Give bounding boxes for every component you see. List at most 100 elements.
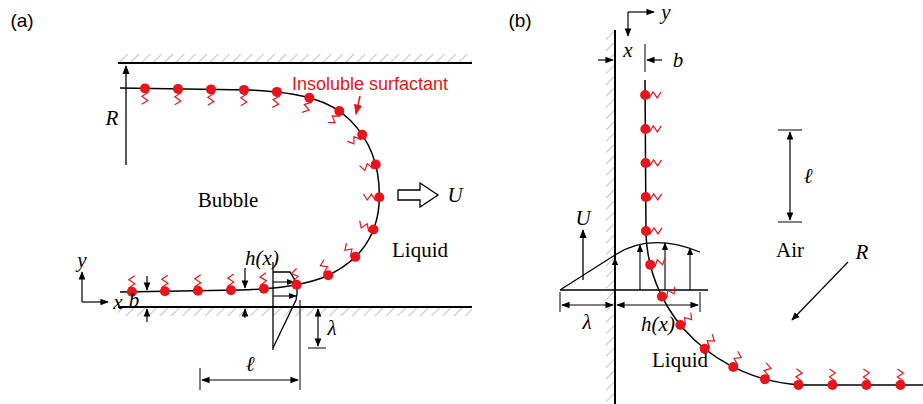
surfactant-head [641,192,651,202]
profile-axis [272,262,273,350]
surfactant-head [239,85,249,95]
surfactant-head [640,124,650,134]
surfactant-head [641,158,651,168]
axis [82,301,108,302]
surfactant-head [160,286,170,296]
region-label: Air [776,240,804,261]
surfactant-head [259,284,269,294]
axis [81,272,82,302]
surfactant-head [827,380,837,390]
surfactant-head [140,83,150,93]
annotation: Insoluble surfactant [292,75,448,93]
surfactant-head [861,380,871,390]
interface [645,80,923,385]
axis-label: x [113,292,122,313]
tick [700,292,701,312]
wall [614,30,616,404]
dimension-arrow [202,379,298,380]
surfactant-head [357,130,367,140]
surfactant-head [304,93,314,103]
surfactant-head [641,226,651,236]
dimension-label: R [856,242,869,263]
dimension-arrow [125,66,126,165]
region-label: Liquid [392,240,448,261]
surfactant-head [645,260,655,270]
dimension-label: λ [582,312,591,333]
velocity-arrow [639,245,640,290]
surfactant-head [760,374,770,384]
dimension-arrow [244,309,245,318]
velocity-arrow [273,295,296,296]
dimension-label: b [129,290,140,311]
dimension-arrow [146,276,147,290]
surfactant-head [193,286,203,296]
surfactant-head [334,106,344,116]
region-label: Liquid [652,350,708,371]
surfactant-head [272,87,282,97]
surfactant-head [323,270,333,280]
dimension-label: b [673,50,684,71]
surfactant-head [368,225,378,235]
surfactant-head [640,90,650,100]
surfactant-head [371,160,381,170]
axis-label: y [661,2,670,23]
surfactant-head [173,84,183,94]
bubble-interface [120,88,379,292]
velocity-profile [560,243,700,290]
tick [778,222,802,223]
velocity-label: U [575,208,590,229]
tick [778,130,802,131]
wall-hatch [118,54,472,63]
surfactant-head [350,252,360,262]
dimension-arrow [317,309,318,346]
surfactant-head [793,380,803,390]
surfactant-head [895,380,905,390]
leader-line [356,96,360,114]
velocity-arrow [664,243,665,290]
dimension-arrow [146,309,147,322]
surfactant-group [127,83,905,390]
surfactant-head [226,285,236,295]
dimension-arrow [598,59,613,60]
surfactant-head [675,320,685,330]
dimension-arrow [789,132,790,220]
surfactant-head [728,362,738,372]
tick [300,300,301,390]
region-label: Bubble [198,190,259,211]
velocity-arrow [273,281,294,282]
dimension-label: R [106,108,119,129]
velocity-arrow [689,248,690,290]
dimension-arrow [647,59,662,60]
velocity-arrow [398,183,438,207]
dimension-label: h(x) [641,314,675,335]
surfactant-head [657,292,667,302]
tick [560,292,561,312]
axis-label: y [77,250,86,271]
tick [200,368,201,390]
dimension-label: ℓ [246,354,255,375]
wall [118,306,472,308]
panel-label: (a) [10,11,33,30]
wall [118,62,472,64]
surfactant-head [292,280,302,290]
dimension-arrow [617,304,698,305]
profile-axis [560,289,708,290]
surfactant-head [374,192,384,202]
velocity-label: U [447,185,462,206]
dimension-arrow [244,268,245,288]
tick [308,348,326,349]
dimension-label: λ [327,318,336,339]
dimension-arrow [792,262,848,320]
velocity-arrow [582,230,583,280]
wall-hatch [606,30,615,404]
dimension-arrow [562,304,613,305]
axis [627,12,628,36]
tick [645,44,646,72]
dimension-label: ℓ [804,166,813,187]
velocity-arrow [614,258,615,290]
dimension-label: h(x) [245,248,279,269]
wall-hatch [118,307,472,316]
panel-label: (b) [508,11,531,30]
axis [628,11,654,12]
